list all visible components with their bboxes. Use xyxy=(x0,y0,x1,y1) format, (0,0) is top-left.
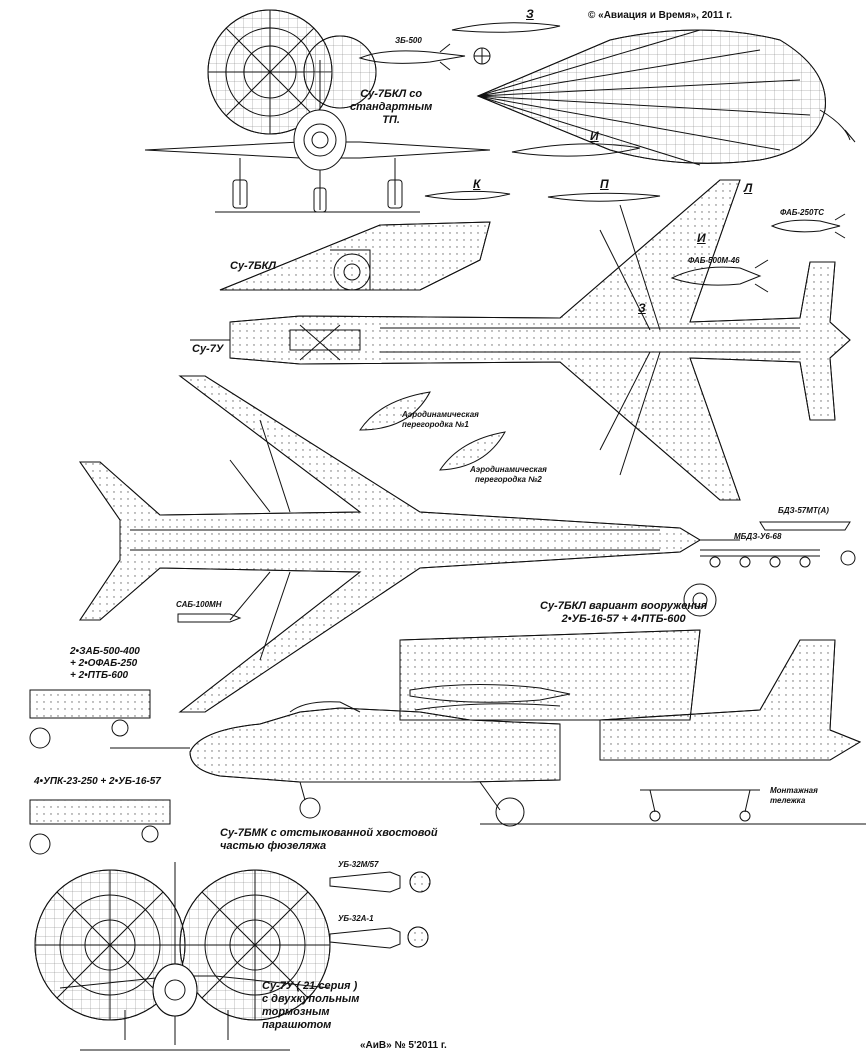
bomb-fab250ts-drawing xyxy=(770,213,846,239)
label-su7u-21-series: Су-7У ( 21 серия ) с двухкупольным тормо… xyxy=(262,980,360,1031)
ub32m57-drawing xyxy=(329,871,431,893)
brake-parachute-streamed xyxy=(476,29,856,166)
su7bmk-side-view xyxy=(110,639,866,827)
label-sab100: САБ-100МН xyxy=(176,600,222,609)
label-ub32m57: УБ-32М/57 xyxy=(338,860,379,869)
section-mark-z-wing: З xyxy=(638,301,646,315)
aero-fence-2-drawing xyxy=(439,431,506,471)
label-mounting-cart: Монтажная тележка xyxy=(770,786,818,805)
ub32a1-drawing xyxy=(329,926,429,949)
label-ub32a1: УБ-32А-1 xyxy=(338,914,374,923)
twin-parachute-front-view xyxy=(34,862,331,1051)
front-view-parachute-top xyxy=(207,9,377,135)
front-view-aircraft-top xyxy=(144,60,491,213)
su7u-planform xyxy=(190,179,851,501)
label-su7bkl: Су-7БКЛ xyxy=(230,260,276,272)
footer-issue: «АиВ» № 5'2011 г. xyxy=(360,1040,447,1051)
bdz57-pylon-drawing xyxy=(759,521,851,531)
sab100-drawing xyxy=(177,613,242,623)
label-aero-fence-2: Аэродинамическая перегородка №2 xyxy=(470,465,547,484)
wing-section-profile-k xyxy=(424,190,511,201)
wing-section-profile-z xyxy=(451,22,561,33)
gear-bay-detail xyxy=(219,221,491,291)
section-mark-k: К xyxy=(473,177,481,191)
copyright-notice: © «Авиация и Время», 2011 г. xyxy=(588,10,733,21)
bomb-zb500-drawing xyxy=(358,43,466,71)
section-mark-l: Л xyxy=(744,181,753,195)
label-fab500m46: ФАБ-500М-46 xyxy=(688,256,740,265)
label-su7u: Су-7У xyxy=(192,343,224,355)
label-armament-variant: Су-7БКЛ вариант вооружения 2•УБ-16-57 + … xyxy=(540,600,708,625)
tail-rosette-icon xyxy=(473,47,491,65)
label-bdz57: БДЗ-57МТ(А) xyxy=(778,506,829,515)
label-mbdz: МБДЗ-У6-68 xyxy=(734,532,782,541)
label-fab250ts: ФАБ-250ТС xyxy=(780,208,825,217)
label-loadout-2: 4•УПК-23-250 + 2•УБ-16-57 xyxy=(34,776,161,787)
aero-fence-1-drawing xyxy=(359,391,431,431)
su7bkl-planform xyxy=(79,375,740,713)
section-mark-i-top: И xyxy=(590,129,599,143)
bomb-fab500m46-drawing xyxy=(670,259,769,293)
left-gear-detail-2 xyxy=(29,799,171,855)
section-mark-p: П xyxy=(600,177,609,191)
label-su7bmk: Су-7БМК с отстыкованной хвостовой частью… xyxy=(220,827,438,852)
section-mark-z-top: З xyxy=(526,7,534,21)
label-aero-fence-1: Аэродинамическая перегородка №1 xyxy=(402,410,479,429)
wing-section-profile-p xyxy=(547,192,661,202)
left-gear-detail-1 xyxy=(29,689,151,749)
mbdz-u6-68-drawing xyxy=(700,549,856,568)
label-eb500: ЗБ-500 xyxy=(395,36,422,45)
label-loadout-1: 2•ЗАБ-500-400 + 2•ОФАБ-250 + 2•ПТБ-600 xyxy=(70,646,140,681)
label-su7bkl-standard: Су-7БКЛ со стандартным ТП. xyxy=(350,88,433,126)
section-mark-i-wing: И xyxy=(697,231,706,245)
